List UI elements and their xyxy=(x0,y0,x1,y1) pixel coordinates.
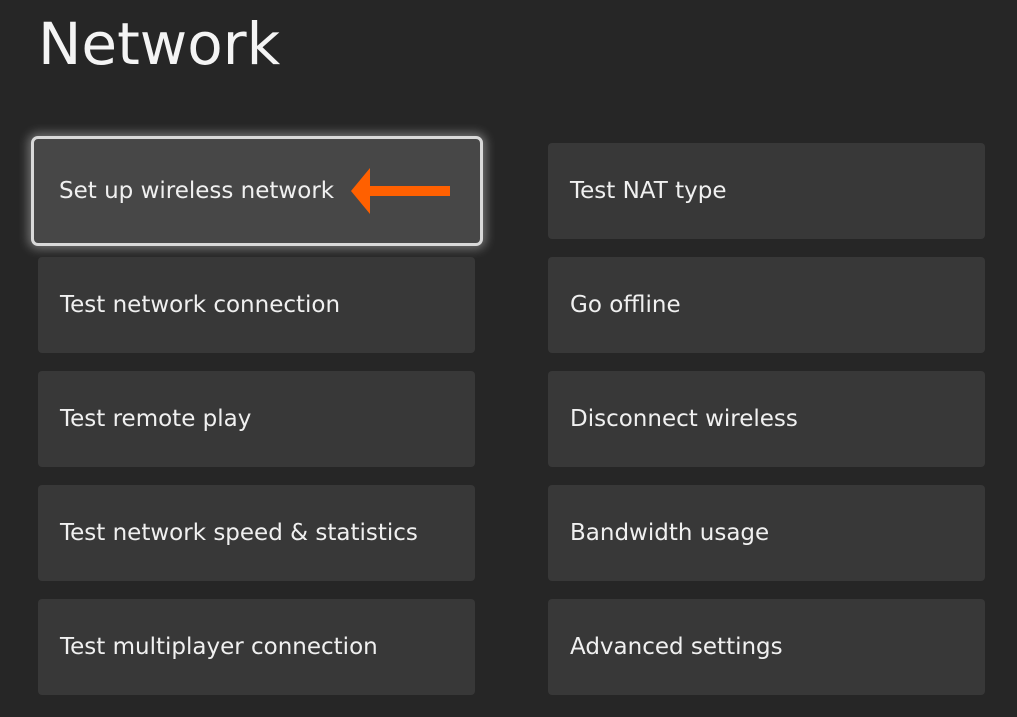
menu-item-test-remote-play[interactable]: Test remote play xyxy=(38,371,475,467)
menu-item-label: Bandwidth usage xyxy=(570,520,770,546)
menu-item-test-multiplayer-connection[interactable]: Test multiplayer connection xyxy=(38,599,475,695)
arrow-left-icon xyxy=(351,168,450,214)
menu-item-label: Set up wireless network xyxy=(59,178,335,204)
page-title: Network xyxy=(38,10,281,78)
menu-item-label: Advanced settings xyxy=(570,634,783,660)
menu-item-label: Test network speed & statistics xyxy=(60,520,418,546)
menu-item-test-nat-type[interactable]: Test NAT type xyxy=(548,143,985,239)
menu-item-label: Test NAT type xyxy=(570,178,727,204)
menu-item-disconnect-wireless[interactable]: Disconnect wireless xyxy=(548,371,985,467)
menu-item-go-offline[interactable]: Go offline xyxy=(548,257,985,353)
menu-item-label: Test remote play xyxy=(60,406,252,432)
menu-item-test-network-connection[interactable]: Test network connection xyxy=(38,257,475,353)
menu-item-advanced-settings[interactable]: Advanced settings xyxy=(548,599,985,695)
menu-item-test-network-speed-statistics[interactable]: Test network speed & statistics xyxy=(38,485,475,581)
menu-item-label: Test network connection xyxy=(60,292,341,318)
menu-item-bandwidth-usage[interactable]: Bandwidth usage xyxy=(548,485,985,581)
menu-item-label: Disconnect wireless xyxy=(570,406,798,432)
menu-item-label: Go offline xyxy=(570,292,681,318)
menu-item-label: Test multiplayer connection xyxy=(60,634,378,660)
